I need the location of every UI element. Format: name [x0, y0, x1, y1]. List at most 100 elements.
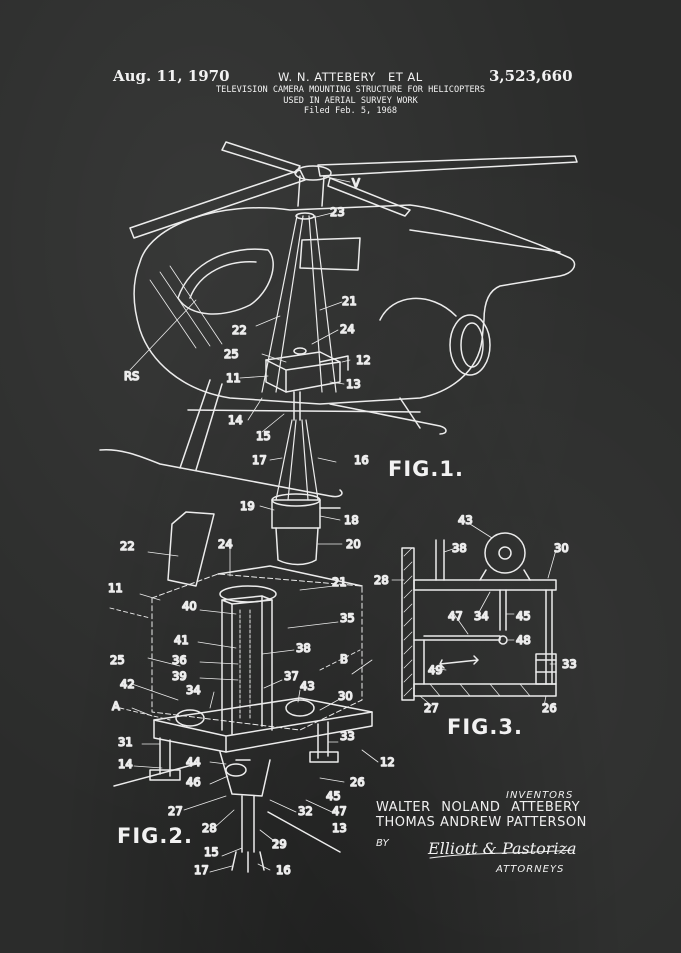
inventor-1-name: WALTER NOLAND ATTEBERY	[376, 800, 581, 815]
ref2-27: 27	[168, 804, 183, 818]
mount-knob	[293, 347, 307, 355]
engine-cowl	[379, 297, 457, 321]
inventors-label: INVENTORS	[506, 790, 574, 801]
ref-14: 14	[228, 413, 243, 427]
pulley-43	[484, 532, 526, 574]
ref-v: V	[352, 176, 360, 190]
ref2-22: 22	[120, 539, 135, 553]
block-33-rings	[535, 659, 557, 673]
ref2-15: 15	[204, 845, 219, 859]
ref2-34: 34	[186, 683, 201, 697]
camera-lens	[275, 527, 319, 566]
ref2-46: 46	[186, 775, 201, 789]
mount-box	[265, 351, 341, 393]
signature-flourish	[429, 849, 575, 859]
pulley-hub	[498, 546, 512, 560]
fig1-helicopter-drawing	[99, 141, 578, 566]
base-plate-top	[153, 711, 373, 753]
ref3-28: 28	[374, 573, 389, 587]
attorneys-signature: Elliott & Pastoriza	[428, 839, 577, 858]
block-33	[535, 653, 557, 685]
dash-lines-fig2	[109, 607, 361, 721]
ref2-17: 17	[194, 863, 209, 877]
ref3-47: 47	[448, 609, 463, 623]
ref2-41: 41	[174, 633, 189, 647]
fig3-section-drawing	[391, 523, 557, 707]
pivot-48	[498, 635, 508, 645]
ref2-43: 43	[300, 679, 315, 693]
ref2-33: 33	[340, 729, 355, 743]
inventor-header: W. N. ATTEBERY ET AL	[278, 70, 423, 84]
column-back	[261, 595, 273, 731]
ref-17: 17	[252, 453, 267, 467]
ref2-37: 37	[284, 669, 299, 683]
ref2-28: 28	[202, 821, 217, 835]
title-line-2: USED IN AERIAL SURVEY WORK	[283, 95, 418, 106]
column-38	[435, 539, 445, 581]
drum-right	[285, 699, 315, 717]
hatch-lines	[149, 265, 223, 349]
ref3-48: 48	[516, 633, 531, 647]
rotor-blade-rear	[327, 177, 411, 217]
base-plate	[153, 697, 373, 753]
ref2-25: 25	[110, 653, 125, 667]
wall-hatch	[403, 547, 413, 697]
top-plate-30	[413, 579, 557, 591]
ref-25: 25	[224, 347, 239, 361]
rotor-blade-right	[317, 155, 578, 177]
skid-left	[99, 448, 343, 498]
ref2-39: 39	[172, 669, 187, 683]
ref2-14: 14	[118, 757, 133, 771]
rotor-mast	[297, 175, 325, 207]
ref2-44: 44	[186, 755, 201, 769]
strut-front-2	[195, 383, 223, 471]
ref3-27: 27	[424, 701, 439, 715]
rotor-hub	[294, 165, 332, 181]
mount-frame-box	[217, 565, 363, 587]
ref-18: 18	[344, 513, 359, 527]
mount-lower-cone	[275, 419, 319, 501]
strut-rear	[399, 397, 421, 429]
leader-lines-fig2	[131, 547, 379, 873]
cabin-window-front	[177, 248, 274, 315]
arrow-49	[439, 655, 479, 669]
patent-date: Aug. 11, 1970	[113, 67, 230, 85]
inventor-2-name: THOMAS ANDREW PATTERSON	[376, 815, 587, 830]
rotor-blade-left	[129, 169, 306, 239]
cross-tube	[187, 409, 421, 413]
ref-24: 24	[340, 322, 355, 336]
ref2-26: 26	[350, 775, 365, 789]
fig2-label: FIG.2.	[117, 824, 193, 848]
cabin-window-inner	[189, 261, 257, 299]
ref2-47: 47	[332, 804, 347, 818]
ref2-12: 12	[380, 755, 395, 769]
ref-22: 22	[232, 323, 247, 337]
skid-right	[329, 403, 447, 435]
cable-14	[113, 763, 197, 787]
ref2-21: 21	[332, 575, 347, 589]
ref-11: 11	[226, 371, 241, 385]
ref3-45: 45	[516, 609, 531, 623]
attorneys-label: ATTORNEYS	[496, 864, 565, 875]
ref-19: 19	[240, 499, 255, 513]
lower-shaft	[241, 795, 255, 853]
ref-21: 21	[342, 294, 357, 308]
engine-intake	[449, 314, 491, 376]
ref2-35: 35	[340, 611, 355, 625]
lower-gear	[225, 763, 247, 777]
ref2-32: 32	[298, 804, 313, 818]
ref2-24: 24	[218, 537, 233, 551]
ref2-a: A	[112, 699, 120, 713]
ref2-29: 29	[272, 837, 287, 851]
ref2-42: 42	[120, 677, 135, 691]
ref-16: 16	[354, 453, 369, 467]
ref3-30: 30	[554, 541, 569, 555]
ref-13: 13	[346, 377, 361, 391]
fuselage-outline	[133, 204, 576, 405]
cable-13	[267, 811, 341, 853]
leader-lines-fig3	[391, 523, 557, 707]
right-post	[545, 589, 553, 685]
mount-top-cap	[295, 212, 315, 220]
